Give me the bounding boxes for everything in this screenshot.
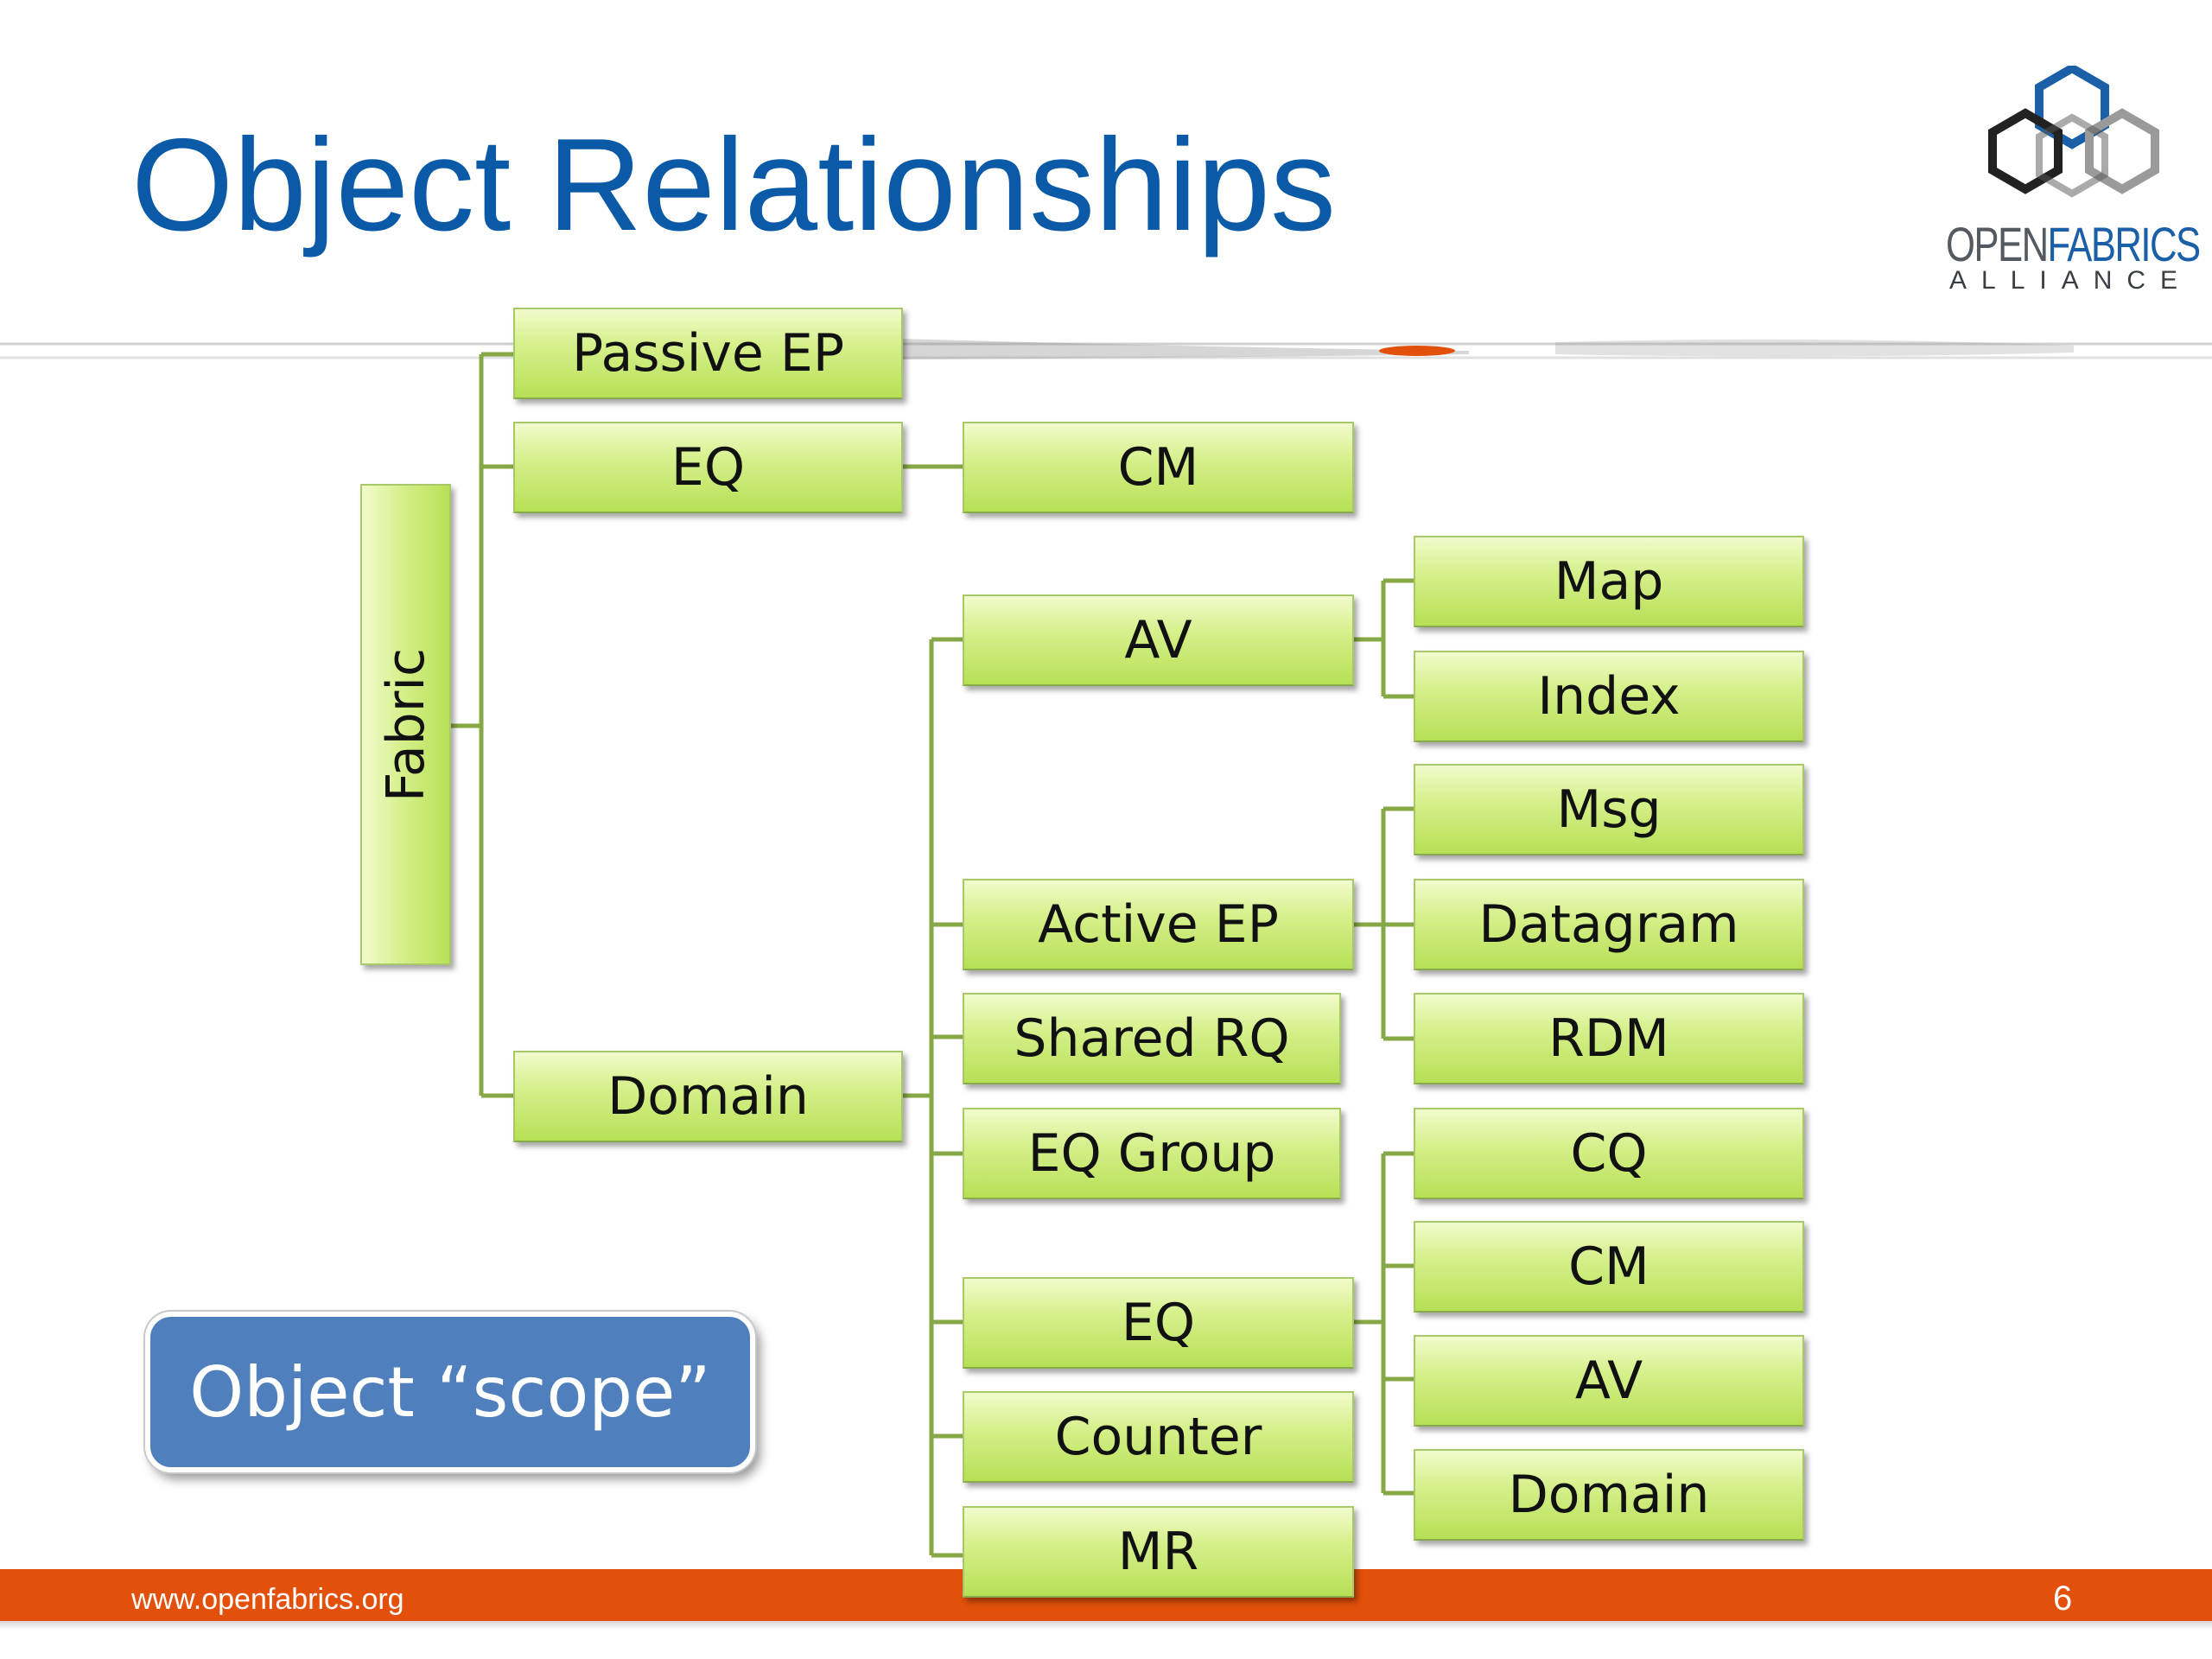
- node-eq-group: EQ Group: [963, 1108, 1341, 1199]
- node-fabric: Fabric: [360, 484, 451, 965]
- node-eq-cm: CM: [1414, 1221, 1804, 1313]
- object-scope-callout: Object “scope”: [145, 1312, 755, 1472]
- page-number: 6: [2053, 1580, 2073, 1618]
- footer-shadow: [0, 1621, 2212, 1630]
- node-av-map: Map: [1414, 536, 1804, 627]
- node-fabric-eq: EQ: [513, 422, 903, 513]
- node-ep-rdm: RDM: [1414, 993, 1804, 1084]
- node-eq-av: AV: [1414, 1335, 1804, 1427]
- node-eq-cq: CQ: [1414, 1108, 1804, 1199]
- node-domain-eq: EQ: [963, 1277, 1354, 1369]
- logo-wordmark: OPENFABRICS: [1946, 217, 2201, 271]
- node-shared-rq: Shared RQ: [963, 993, 1341, 1084]
- hexagon-logo-icon: [1988, 66, 2159, 198]
- node-eq-domain: Domain: [1414, 1449, 1804, 1541]
- logo-tagline: ALLIANCE: [1949, 266, 2193, 295]
- node-counter: Counter: [963, 1391, 1354, 1483]
- page-title: Object Relationships: [131, 111, 1337, 258]
- node-mr: MR: [963, 1506, 1354, 1598]
- node-passive-ep: Passive EP: [513, 308, 903, 399]
- node-active-ep: Active EP: [963, 879, 1354, 970]
- header-divider: [0, 339, 2212, 359]
- node-fabric-eq-cm: CM: [963, 422, 1354, 513]
- openfabrics-logo: [1942, 66, 2202, 308]
- node-domain: Domain: [513, 1051, 903, 1142]
- node-av: AV: [963, 594, 1354, 686]
- node-ep-msg: Msg: [1414, 764, 1804, 855]
- footer-url: www.openfabrics.org: [131, 1583, 404, 1616]
- node-ep-datagram: Datagram: [1414, 879, 1804, 970]
- node-av-index: Index: [1414, 651, 1804, 742]
